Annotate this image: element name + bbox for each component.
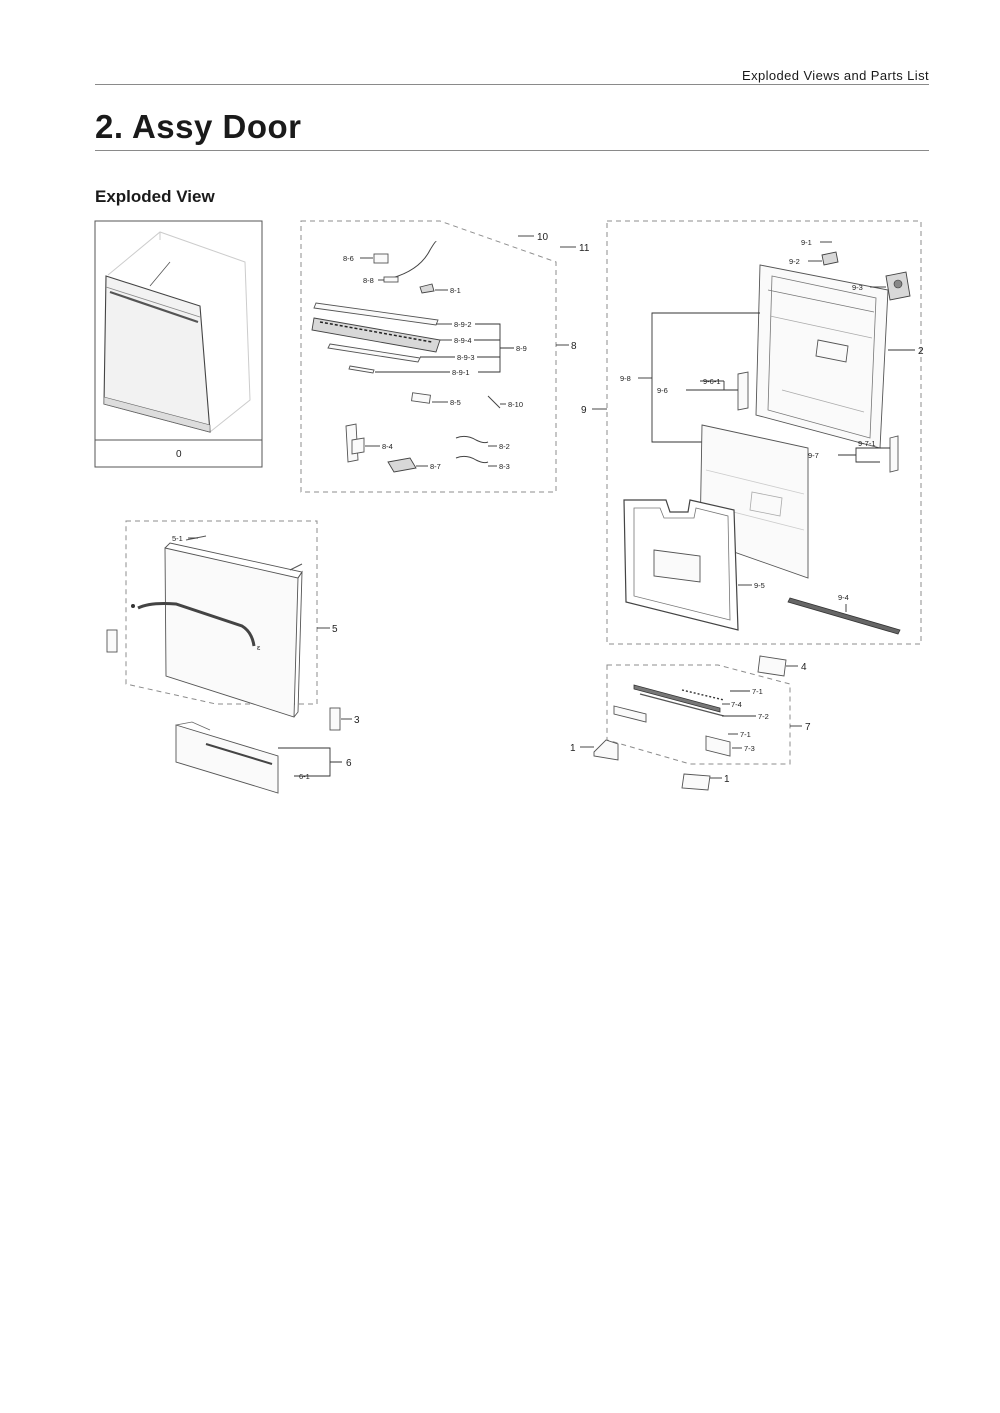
callout-8: 8 xyxy=(571,341,577,352)
callout-9-8: 9-8 xyxy=(620,374,631,383)
part-6-panel xyxy=(175,724,279,794)
callout-7-1b: 7-1 xyxy=(740,730,751,739)
part-8-9-3 xyxy=(327,343,421,363)
callout-4: 4 xyxy=(801,662,807,673)
inset-assembled-view: 0 xyxy=(94,220,263,468)
part-8-5 xyxy=(411,392,431,404)
svg-text:ε: ε xyxy=(257,643,261,652)
part-8-6 xyxy=(373,253,389,264)
part-7-hinge-left xyxy=(613,705,647,723)
part-8-9-1 xyxy=(348,365,375,374)
part-9-6-1 xyxy=(737,371,749,411)
part-8-9-4 xyxy=(311,317,441,353)
part-7-3 xyxy=(705,735,731,757)
callout-8-8: 8-8 xyxy=(363,276,374,285)
inset-handle xyxy=(109,290,199,324)
part-8-9-2 xyxy=(313,302,439,326)
part-detergent-slot xyxy=(815,339,849,363)
callout-1b: 1 xyxy=(724,774,730,785)
callout-7-2: 7-2 xyxy=(758,712,769,721)
callout-7-3: 7-3 xyxy=(744,744,755,753)
callout-8-2: 8-2 xyxy=(499,442,510,451)
part-8-10 xyxy=(487,395,501,409)
group-8-control-panel: 8-6 8-8 8-1 8-9-2 8-9-4 8-9-3 8-9-1 8-9 … xyxy=(300,220,590,493)
part-5-door-panel xyxy=(164,547,299,718)
callout-6: 6 xyxy=(346,758,352,769)
callout-5: 5 xyxy=(332,624,338,635)
callout-7-4: 7-4 xyxy=(731,700,742,709)
callout-1a: 1 xyxy=(570,743,576,754)
callout-8-4: 8-4 xyxy=(382,442,393,451)
part-6-1 xyxy=(205,743,273,765)
part-8-8 xyxy=(383,276,399,283)
callout-7: 7 xyxy=(805,722,811,733)
page-title: 2. Assy Door xyxy=(95,108,302,145)
part-5-handle xyxy=(137,602,256,647)
callout-8-6: 8-6 xyxy=(343,254,354,263)
callout-9-7: 9-7 xyxy=(808,451,819,460)
callout-9-4: 9-4 xyxy=(838,593,849,602)
group-9-inner-door: 9 9-1 9-2 9-3 2 9-8 9-6-1 9-6 xyxy=(581,220,924,645)
group-9-boundary xyxy=(606,220,922,645)
callout-9-3: 9-3 xyxy=(852,283,863,292)
part-7-4 xyxy=(681,689,725,701)
group-5-outer-door: ε 5-1 5 3 xyxy=(106,520,360,731)
cabinet-outline xyxy=(107,231,251,433)
callout-11: 11 xyxy=(579,243,590,254)
group-8-boundary xyxy=(300,220,557,493)
part-8-7 xyxy=(387,457,417,473)
callout-9-5: 9-5 xyxy=(754,581,765,590)
part-3 xyxy=(329,707,341,731)
callout-8-5: 8-5 xyxy=(450,398,461,407)
callout-8-9: 8-9 xyxy=(516,344,527,353)
part-wire xyxy=(391,241,437,279)
callout-9-6-1: 9-6-1 xyxy=(703,377,721,386)
group-6-toe-kick: 6 6-1 xyxy=(175,721,352,794)
part-7-2-rail xyxy=(633,684,721,713)
callout-8-10: 8-10 xyxy=(508,400,523,409)
part-8-3 xyxy=(455,455,489,464)
part-9-2 xyxy=(821,251,839,266)
callout-8-7: 8-7 xyxy=(430,462,441,471)
callout-8-9-4: 8-9-4 xyxy=(454,336,472,345)
part-9-7-1 xyxy=(889,435,899,473)
part-8-1 xyxy=(419,283,435,294)
callout-3: 3 xyxy=(354,715,360,726)
part-4 xyxy=(757,655,787,677)
callout-9: 9 xyxy=(581,405,587,416)
callout-6-1: 6-1 xyxy=(299,772,310,781)
callout-9-6: 9-6 xyxy=(657,386,668,395)
part-1-left xyxy=(593,739,619,761)
callout-2: 2 xyxy=(918,346,924,357)
inset-label: 0 xyxy=(176,449,182,460)
group-7-hinge-assy: 7 7-1 7-4 7-2 7-1 7-3 4 1 1 xyxy=(570,655,811,791)
callout-8-3: 8-3 xyxy=(499,462,510,471)
section-subtitle: Exploded View xyxy=(95,187,215,206)
callout-9-7-1: 9-7-1 xyxy=(858,439,876,448)
callout-10: 10 xyxy=(537,232,549,243)
part-9-4 xyxy=(787,597,901,635)
section-header: Exploded Views and Parts List xyxy=(742,68,929,83)
callout-8-1: 8-1 xyxy=(450,286,461,295)
callout-9-1: 9-1 xyxy=(801,238,812,247)
part-side-cap-left xyxy=(106,629,118,653)
callout-8-9-3: 8-9-3 xyxy=(457,353,475,362)
callout-8-9-2: 8-9-2 xyxy=(454,320,472,329)
callout-5-1: 5-1 xyxy=(172,534,183,543)
callout-9-2: 9-2 xyxy=(789,257,800,266)
part-1-right xyxy=(681,773,711,791)
header-rule xyxy=(95,84,929,85)
part-8-2 xyxy=(455,435,489,444)
part-9-5-window xyxy=(653,549,701,583)
callout-8-9-1: 8-9-1 xyxy=(452,368,470,377)
title-rule xyxy=(95,150,929,151)
callout-7-1a: 7-1 xyxy=(752,687,763,696)
